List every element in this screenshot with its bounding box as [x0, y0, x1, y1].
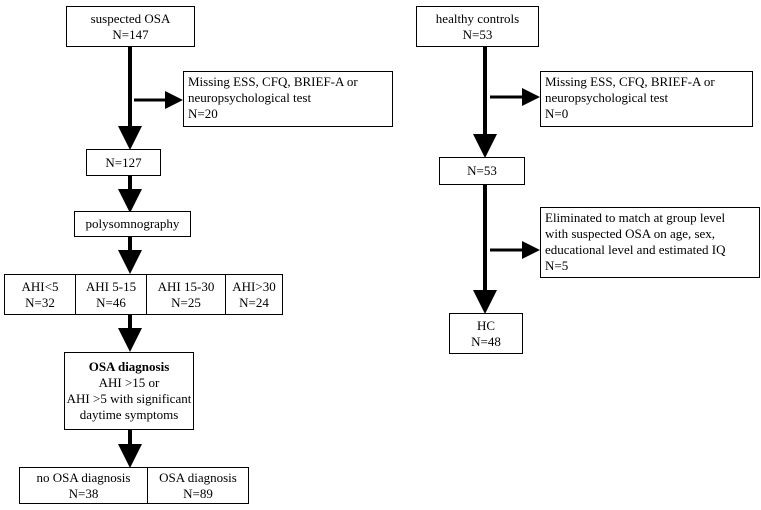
ahi-group-3: AHI 15-30 N=25 — [146, 274, 226, 315]
n127-count: N=127 — [105, 154, 142, 170]
osa-diagnosis-line2: AHI >5 with significant — [66, 391, 192, 406]
osa-diagnosis-line3: daytime symptoms — [79, 407, 179, 422]
osa-diagnosis-title: OSA diagnosis — [88, 359, 170, 374]
ahi-group-1-label: AHI<5 — [21, 278, 59, 294]
polysomnography-box: polysomnography — [74, 211, 191, 237]
hc-title: HC — [476, 317, 496, 333]
healthy-controls-count: N=53 — [462, 26, 493, 42]
hc-count: N=48 — [471, 333, 501, 349]
eliminated-line3: educational level and estimated IQ — [545, 242, 726, 257]
missing-left-line1: Missing ESS, CFQ, BRIEF-A or — [188, 74, 358, 89]
ahi-group-3-label: AHI 15-30 — [157, 278, 215, 294]
suspected-osa-count: N=147 — [112, 26, 149, 42]
missing-data-left-box: Missing ESS, CFQ, BRIEF-A or neuropsycho… — [183, 71, 393, 127]
eliminated-count: N=5 — [545, 258, 569, 273]
osa-label: OSA diagnosis — [159, 469, 237, 485]
n53-count: N=53 — [467, 163, 497, 178]
polysomnography-label: polysomnography — [85, 216, 180, 231]
no-osa-diagnosis-box: no OSA diagnosis N=38 — [19, 467, 148, 504]
eliminated-box: Eliminated to match at group level with … — [540, 207, 760, 278]
n53-box: N=53 — [439, 157, 525, 185]
ahi-group-4: AHI>30 N=24 — [225, 274, 283, 315]
missing-left-line2: neuropsychological test — [188, 90, 312, 105]
missing-right-line1: Missing ESS, CFQ, BRIEF-A or — [545, 74, 715, 89]
missing-data-right-box: Missing ESS, CFQ, BRIEF-A or neuropsycho… — [540, 71, 753, 127]
osa-diagnosis-line1: AHI >15 or — [98, 375, 160, 390]
healthy-controls-title: healthy controls — [435, 10, 520, 26]
missing-right-line2: neuropsychological test — [545, 90, 669, 105]
ahi-group-2: AHI 5-15 N=46 — [75, 274, 147, 315]
hc-box: HC N=48 — [449, 313, 523, 354]
osa-diagnosis-box: OSA diagnosis N=89 — [147, 467, 249, 504]
osa-diagnosis-criteria-box: OSA diagnosis AHI >15 or AHI >5 with sig… — [64, 352, 194, 430]
eliminated-line2: with suspected OSA on age, sex, — [545, 226, 716, 241]
n127-box: N=127 — [86, 149, 161, 176]
ahi-group-2-label: AHI 5-15 — [85, 278, 137, 294]
missing-left-count: N=20 — [188, 106, 218, 121]
ahi-group-2-count: N=46 — [96, 294, 126, 310]
eliminated-line1: Eliminated to match at group level — [545, 210, 726, 225]
suspected-osa-box: suspected OSA N=147 — [66, 6, 195, 47]
missing-right-count: N=0 — [545, 106, 569, 121]
healthy-controls-box: healthy controls N=53 — [416, 6, 539, 47]
osa-count: N=89 — [183, 485, 213, 501]
suspected-osa-title: suspected OSA — [90, 10, 171, 26]
ahi-group-1: AHI<5 N=32 — [4, 274, 76, 315]
no-osa-count: N=38 — [68, 485, 99, 501]
ahi-group-4-label: AHI>30 — [232, 278, 276, 294]
no-osa-label: no OSA diagnosis — [36, 469, 131, 485]
ahi-group-4-count: N=24 — [239, 294, 269, 310]
ahi-group-1-count: N=32 — [25, 294, 55, 310]
ahi-group-3-count: N=25 — [171, 294, 201, 310]
